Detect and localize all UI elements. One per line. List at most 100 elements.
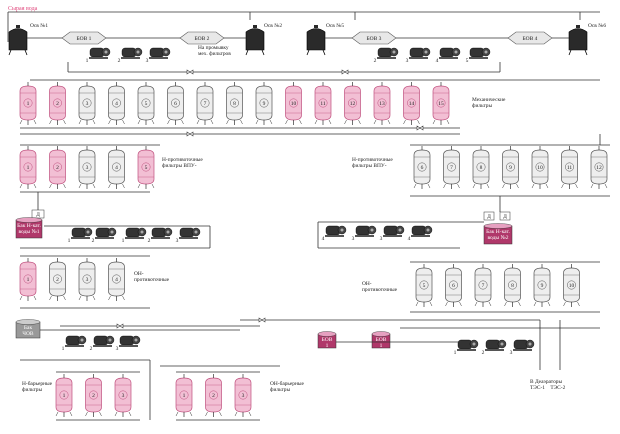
tank-leg xyxy=(306,49,310,56)
filter-body xyxy=(19,261,37,297)
filter-number: 9 xyxy=(541,283,544,289)
filter-leg xyxy=(69,411,73,417)
pump-base xyxy=(485,349,504,351)
filter-number: 3 xyxy=(122,393,125,399)
filter-body xyxy=(445,267,462,303)
filter-leg xyxy=(108,295,111,301)
pump-number: 3 xyxy=(116,346,119,352)
filter-number-ring xyxy=(141,162,151,172)
pump-bank1-4: 2 xyxy=(148,227,173,244)
tank-label: БОВ xyxy=(376,337,387,343)
filter-leg xyxy=(547,301,551,307)
filter-number-ring xyxy=(82,162,92,172)
h-right-filter-10: 10 xyxy=(531,146,549,189)
h-right-filter-12: 12 xyxy=(590,146,608,189)
filter-leg xyxy=(373,119,377,125)
filter-number-ring xyxy=(476,162,486,172)
filter-leg xyxy=(33,295,37,301)
h-right-label: Н-противоточные фильтры ВПУ- xyxy=(352,157,393,169)
filter-body xyxy=(255,85,273,121)
filter-leg xyxy=(344,119,347,125)
pump-number: 2 xyxy=(118,58,121,64)
filter-number: 4 xyxy=(115,277,118,283)
pump-hub xyxy=(110,230,114,234)
filter-leg xyxy=(427,183,431,189)
pump-base xyxy=(409,57,428,59)
filter-leg xyxy=(328,119,332,125)
filter-leg xyxy=(196,119,200,125)
filter-number: 2 xyxy=(56,277,59,283)
oh-barrier-filter-1: 1 xyxy=(175,374,193,417)
clarifier-6 xyxy=(568,25,588,56)
pump-number: 3 xyxy=(146,58,149,64)
filter-body xyxy=(443,149,460,185)
filter-leg xyxy=(19,119,23,125)
filter-leg xyxy=(205,411,208,417)
tank-cap xyxy=(253,25,257,28)
h-left-filter-4: 4 xyxy=(108,146,125,189)
pump-base xyxy=(377,57,396,59)
filter-leg xyxy=(575,183,578,189)
flush-label: На промывку мех. фильтров xyxy=(198,45,231,57)
pump-bottom-left-2: 2 xyxy=(90,335,115,352)
filter-number: 14 xyxy=(409,101,415,107)
pump-bank1-5: 3 xyxy=(176,227,201,244)
pump-number: 4 xyxy=(436,58,439,64)
mech-filter-12: 12 xyxy=(344,82,361,125)
filter-number-ring xyxy=(508,280,517,290)
d-label-1: Д xyxy=(36,212,40,218)
filter-number-ring xyxy=(417,162,427,172)
filter-body xyxy=(78,261,96,297)
filter-leg xyxy=(504,301,507,307)
pump-base xyxy=(125,237,144,239)
mech-filter-8: 8 xyxy=(226,82,243,125)
pump-hub xyxy=(370,228,374,232)
filter-body xyxy=(114,377,132,413)
pump-base xyxy=(119,345,138,347)
filter-leg xyxy=(108,119,111,125)
pump-base xyxy=(89,57,108,59)
filter-body xyxy=(344,85,361,121)
filter-leg xyxy=(151,183,155,189)
valve-icon xyxy=(341,69,349,75)
filter-leg xyxy=(122,183,125,189)
filter-number: 13 xyxy=(379,101,385,107)
tank-label-6: Осв №6 xyxy=(588,23,607,29)
filter-number-ring xyxy=(447,162,456,172)
filter-leg xyxy=(563,301,566,307)
filter-leg xyxy=(151,119,155,125)
filter-number: 10 xyxy=(291,101,297,107)
filter-body xyxy=(226,85,243,121)
filter-number-ring xyxy=(567,280,576,290)
filter-body xyxy=(373,85,391,121)
filter-number: 3 xyxy=(242,393,245,399)
filter-body xyxy=(85,377,102,413)
tank-label-2: Осв №2 xyxy=(264,23,283,29)
filter-body xyxy=(413,149,431,185)
filter-number: 1 xyxy=(27,277,30,283)
oh-right-filter-8: 8 xyxy=(504,264,521,307)
pump-base xyxy=(439,57,458,59)
filter-number-ring xyxy=(53,98,62,108)
filter-leg xyxy=(55,411,59,417)
oh-right-filter-10: 10 xyxy=(563,264,580,307)
filter-body xyxy=(563,267,580,303)
h-left-filter-5: 5 xyxy=(137,146,155,189)
pump-bank2-3: 3 xyxy=(380,225,405,242)
tank-top xyxy=(483,223,513,229)
oh-left-filter-1: 1 xyxy=(19,258,37,301)
filter-leg xyxy=(486,183,490,189)
filter-number-ring xyxy=(318,98,328,108)
filter-leg xyxy=(78,119,82,125)
valve-icon xyxy=(416,125,424,131)
pump-number: 2 xyxy=(92,238,95,244)
tank-top xyxy=(317,331,337,337)
mech-filter-2: 2 xyxy=(49,82,66,125)
tank-leg xyxy=(24,49,28,56)
filter-number: 1 xyxy=(27,101,30,107)
pump-top-left-1: 1 xyxy=(86,47,111,64)
tank-body xyxy=(306,28,326,51)
pump-hub xyxy=(80,338,84,342)
bov-label: БОВ 4 xyxy=(523,36,538,42)
